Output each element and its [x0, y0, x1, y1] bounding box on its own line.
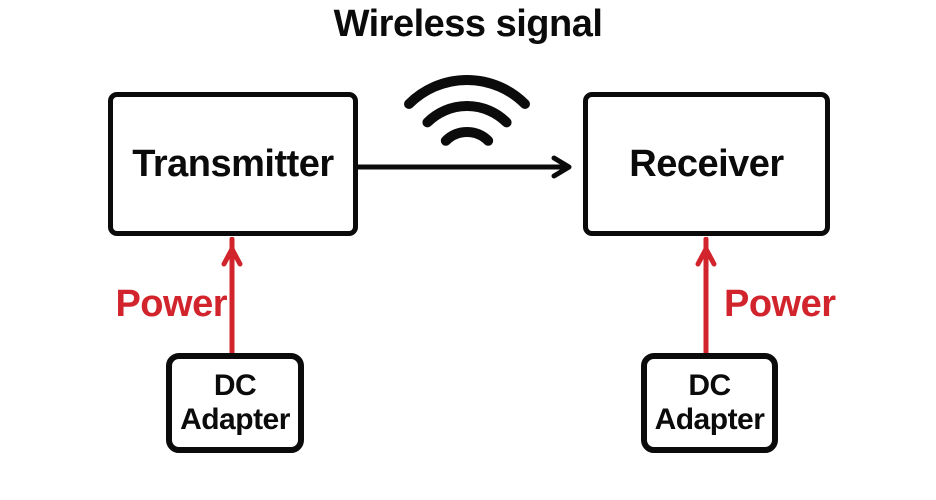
receiver-node: Receiver — [583, 92, 830, 236]
transmitter-label: Transmitter — [132, 142, 334, 185]
signal-arrow — [357, 155, 572, 179]
dc-adapter-right-label: DC Adapter — [654, 369, 765, 436]
power-arrow-left — [221, 237, 243, 355]
dc-adapter-left-node: DC Adapter — [166, 353, 304, 453]
wifi-signal-icon — [404, 74, 530, 146]
receiver-label: Receiver — [629, 142, 784, 185]
transmitter-node: Transmitter — [108, 92, 358, 236]
power-arrow-right — [695, 237, 717, 355]
dc-adapter-right-node: DC Adapter — [641, 353, 778, 453]
dc-adapter-left-label: DC Adapter — [180, 369, 290, 436]
power-label-left: Power — [115, 283, 227, 325]
power-label-right: Power — [724, 283, 836, 325]
diagram-title: Wireless signal — [333, 3, 603, 45]
